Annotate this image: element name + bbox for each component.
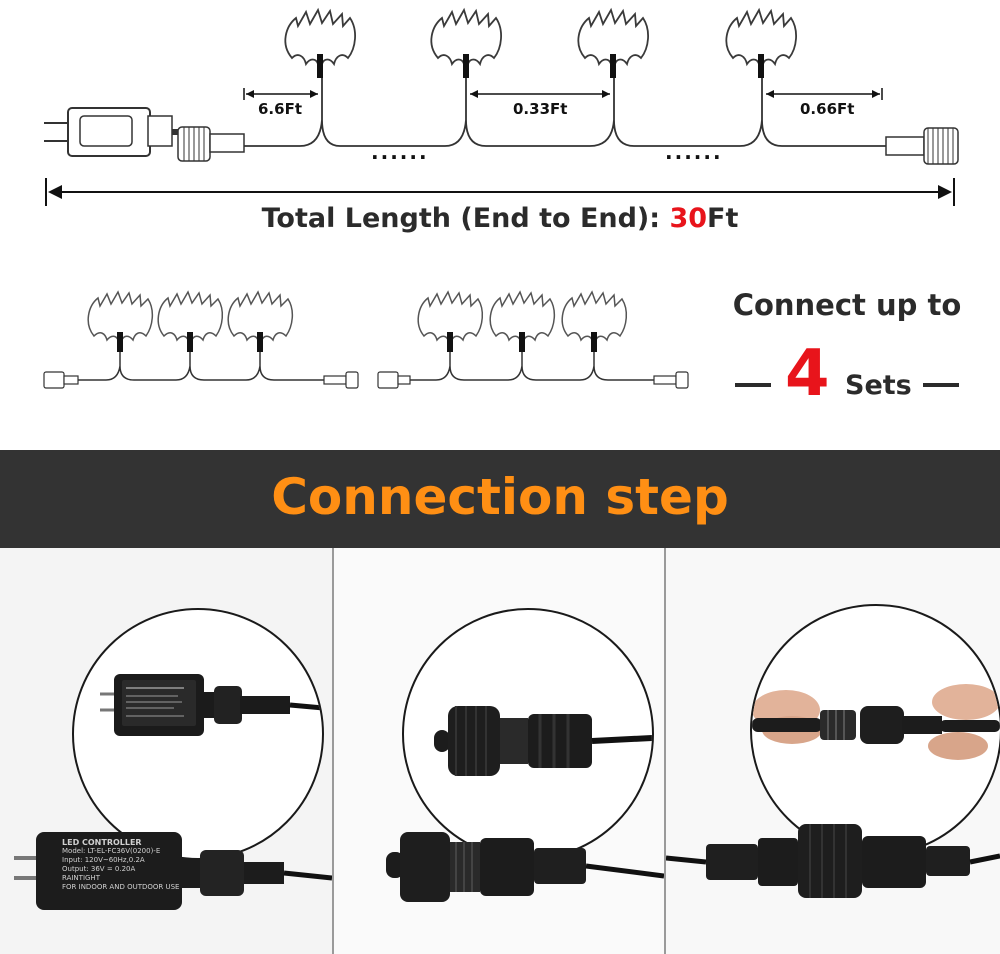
adapter-model: Model: LT-EL-FC36V(0200)-E <box>62 847 161 855</box>
total-length-title: Total Length (End to End): 30Ft <box>0 203 1000 234</box>
light-set-1 <box>43 291 359 389</box>
step-1-closeup <box>72 608 324 860</box>
connector-closeup-icon <box>434 706 652 776</box>
tail-length-label: 0.66Ft <box>800 100 855 118</box>
step-2-closeup <box>402 608 654 860</box>
connected-sets-diagram <box>43 291 689 389</box>
spacing-label: 0.33Ft <box>513 100 568 118</box>
string-wire <box>244 78 886 147</box>
total-length-prefix: Total Length (End to End): <box>261 203 670 234</box>
panel-divider <box>664 548 666 954</box>
panel-divider <box>332 548 334 954</box>
adapter-label: LED CONTROLLER Model: LT-EL-FC36V(0200)-… <box>62 838 182 892</box>
total-length-unit: Ft <box>707 203 739 234</box>
adapter-photo-icon <box>14 832 332 910</box>
bulb-icon <box>577 9 649 79</box>
connection-step-banner: Connection step <box>0 450 1000 548</box>
power-adapter-icon <box>44 107 245 162</box>
bulb-icon <box>725 9 797 79</box>
end-connector-icon <box>885 127 959 165</box>
bulb-icon <box>284 9 356 79</box>
connector-photo-icon <box>386 832 664 902</box>
connect-up-to-text: Connect up to <box>732 288 962 322</box>
adapter-usage: FOR INDOOR AND OUTDOOR USE <box>62 883 180 891</box>
banner-title: Connection step <box>271 468 729 526</box>
hands-connecting-icon <box>752 684 1000 760</box>
light-string-diagram <box>44 9 959 206</box>
adapter-brand: LED CONTROLLER <box>62 838 142 847</box>
adapter-closeup-icon <box>100 674 322 736</box>
connected-photo-icon <box>666 824 1000 898</box>
dimension-arrow-spacing <box>470 90 610 98</box>
light-set-2 <box>377 291 689 389</box>
sets-unit: Sets <box>845 370 912 401</box>
step-panel-1: LED CONTROLLER Model: LT-EL-FC36V(0200)-… <box>0 548 332 954</box>
step-panel-3 <box>666 548 1000 954</box>
adapter-output: Output: 36V = 0.20A <box>62 865 136 873</box>
dash-right <box>923 383 959 387</box>
sets-count: 4 Sets <box>735 337 965 415</box>
total-length-value: 30 <box>669 203 708 234</box>
adapter-input: Input: 120V~60Hz,0.2A <box>62 856 145 864</box>
sets-number: 4 <box>785 337 830 411</box>
total-length-arrow <box>45 178 955 206</box>
bulb-icon <box>430 9 502 79</box>
step-panel-2 <box>334 548 664 954</box>
ellipsis-right: ...... <box>665 140 723 164</box>
dash-left <box>735 383 771 387</box>
dimension-arrow-lead <box>243 88 318 100</box>
adapter-certification: RAINTIGHT <box>62 874 100 882</box>
lead-length-label: 6.6Ft <box>258 100 302 118</box>
ellipsis-left: ...... <box>371 140 429 164</box>
step-3-closeup <box>750 604 1000 856</box>
dimension-arrow-tail <box>766 88 883 100</box>
